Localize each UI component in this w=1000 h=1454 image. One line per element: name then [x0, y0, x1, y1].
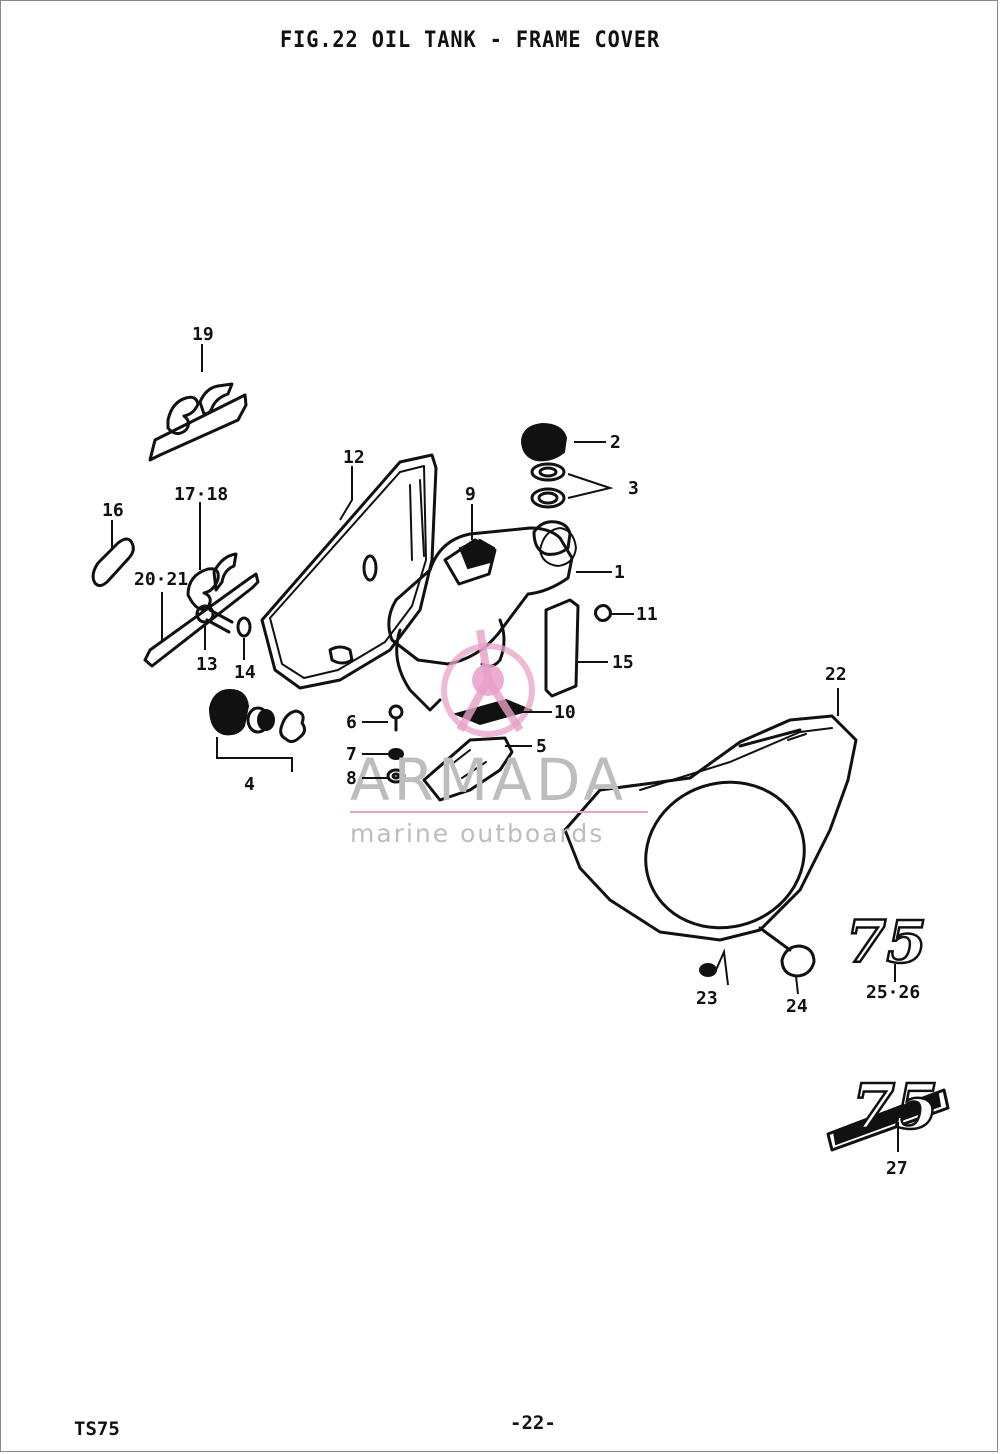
callout-9: 9 [465, 484, 476, 505]
part-27-emblem-badge[interactable]: 75 [826, 1069, 950, 1152]
part-6-bolt[interactable] [388, 704, 404, 732]
watermark-tagline: marine outboards [350, 819, 604, 848]
part-20-21-stripe[interactable] [143, 572, 260, 668]
callout-23: 23 [696, 988, 718, 1009]
emblem-75-a-text: 75 [846, 908, 927, 976]
callout-2: 2 [610, 432, 621, 453]
part-4-cap-assembly[interactable] [208, 688, 307, 772]
part-2-cap[interactable] [520, 422, 568, 462]
part-1-oil-tank[interactable] [387, 520, 577, 712]
callout-19: 19 [192, 324, 214, 345]
part-5-bracket[interactable] [422, 736, 514, 802]
part-24-screw[interactable] [758, 926, 816, 978]
callout-17-18: 17·18 [174, 484, 228, 505]
part-3-seals[interactable] [530, 462, 566, 509]
part-25-26-emblem[interactable]: 75 [845, 907, 928, 978]
page-number: -22- [510, 1412, 556, 1434]
callout-11: 11 [636, 604, 658, 625]
part-16-grommet[interactable] [91, 537, 135, 588]
part-17-18-emblem[interactable] [186, 552, 238, 611]
part-22-frame-cover[interactable] [563, 714, 858, 948]
callout-1: 1 [614, 562, 625, 583]
watermark-logo: ARMADA marine outboards [350, 629, 648, 848]
leader-lines [111, 344, 899, 1152]
callout-16: 16 [102, 500, 124, 521]
callout-15: 15 [612, 652, 634, 673]
callout-14: 14 [234, 662, 256, 683]
figure-title: FIG.22 OIL TANK - FRAME COVER [280, 28, 661, 53]
callout-6: 6 [346, 712, 357, 733]
callout-numbers: 19 16 17·18 20·21 13 14 4 12 9 2 3 1 11 … [102, 324, 920, 1179]
part-19-emblem[interactable] [148, 382, 248, 462]
callout-12: 12 [343, 447, 365, 468]
part-11-nut[interactable] [594, 604, 612, 622]
callout-22: 22 [825, 664, 847, 685]
callout-13: 13 [196, 654, 218, 675]
part-14-washer[interactable] [236, 616, 252, 638]
part-15-plate[interactable] [544, 598, 580, 698]
part-8-washer[interactable] [386, 768, 406, 784]
callout-5: 5 [536, 736, 547, 757]
emblem-75-b-text: 75 [852, 1070, 938, 1143]
callout-10: 10 [554, 702, 576, 723]
callout-20-21: 20·21 [134, 569, 188, 590]
part-23-grommet[interactable] [699, 963, 717, 977]
model-label: TS75 [74, 1418, 120, 1440]
callout-4: 4 [244, 774, 255, 795]
part-7-washer[interactable] [388, 748, 404, 760]
callout-24: 24 [786, 996, 808, 1017]
callout-7: 7 [346, 744, 357, 765]
callout-3: 3 [628, 478, 639, 499]
callout-25-26: 25·26 [866, 982, 920, 1003]
part-12-frame-cover[interactable] [260, 453, 438, 690]
watermark-brand: ARMADA [350, 746, 627, 814]
part-13-bolt[interactable] [195, 604, 234, 634]
callout-27: 27 [886, 1158, 908, 1179]
callout-8: 8 [346, 768, 357, 789]
